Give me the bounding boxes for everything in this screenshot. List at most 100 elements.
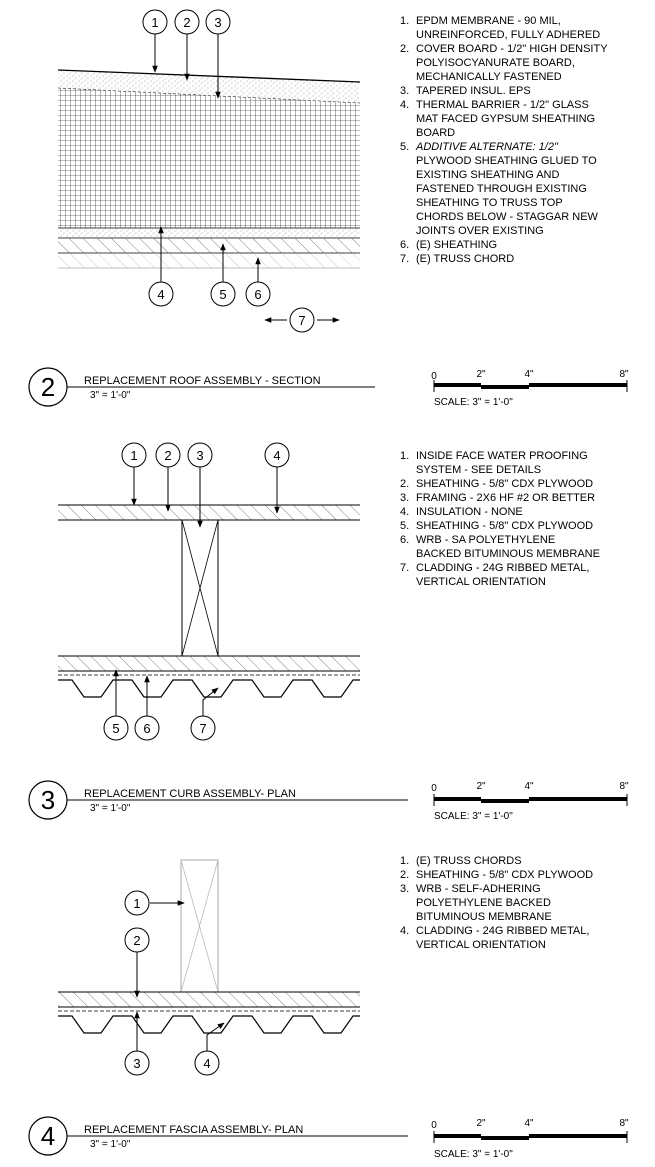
svg-text:SCALE: 3" = 1'-0": SCALE: 3" = 1'-0" xyxy=(434,1149,513,1160)
curb-title-block: 3 REPLACEMENT CURB ASSEMBLY- PLAN 3" = 1… xyxy=(28,780,408,820)
note-line: FASTENED THROUGH EXISTING xyxy=(416,183,587,195)
note-line: BOARD xyxy=(416,127,455,139)
svg-text:5: 5 xyxy=(112,721,119,736)
fascia-tag-2: 2 xyxy=(124,927,150,953)
curb-tag-5: 5 xyxy=(103,715,129,741)
note-line: 7. xyxy=(400,253,409,265)
curb-leaders xyxy=(113,467,280,716)
fascia-leaders xyxy=(134,900,225,1051)
roof-tag-3: 3 xyxy=(205,9,231,35)
fascia-layers xyxy=(58,859,360,1034)
roof-tag-5: 5 xyxy=(210,281,236,307)
fascia-scale-bar: 0 2" 4" 8" SCALE: 3" = 1'-0" xyxy=(431,1118,629,1160)
curb-tags: 1 2 3 4 5 6 7 xyxy=(103,442,290,741)
svg-text:2: 2 xyxy=(183,15,190,30)
roof-tag-7: 7 xyxy=(289,307,315,333)
svg-text:4": 4" xyxy=(524,369,534,380)
note-line: MECHANICALLY FASTENED xyxy=(416,71,562,83)
roof-leaders xyxy=(152,34,340,323)
svg-text:2": 2" xyxy=(476,369,486,380)
title-text: REPLACEMENT FASCIA ASSEMBLY- PLAN xyxy=(84,1124,303,1136)
note-line: 2. xyxy=(400,478,409,490)
roof-notes: 1. EPDM MEMBRANE - 90 MIL, UNREINFORCED, … xyxy=(400,15,608,265)
note-line: CLADDING - 24G RIBBED METAL, xyxy=(416,925,589,937)
curb-tag-6: 6 xyxy=(134,715,160,741)
title-number: 3 xyxy=(41,785,55,815)
svg-text:1: 1 xyxy=(151,15,158,30)
svg-text:2: 2 xyxy=(133,933,140,948)
curb-tag-3: 3 xyxy=(187,442,213,468)
roof-tag-6: 6 xyxy=(245,281,271,307)
note-line: 2. xyxy=(400,43,409,55)
svg-text:1: 1 xyxy=(133,896,140,911)
svg-text:4": 4" xyxy=(524,1118,534,1129)
svg-text:8": 8" xyxy=(619,1118,629,1129)
fascia-assembly-plan: 1 2 3 4 1.(E) TRUSS CHORDS 2.SHEATHING -… xyxy=(28,855,629,1160)
svg-text:2": 2" xyxy=(476,1118,486,1129)
note-line: BACKED BITUMINOUS MEMBRANE xyxy=(416,548,600,560)
roof-scale-bar: 0 2" 4" 8" SCALE: 3" = 1'-0" xyxy=(431,369,629,408)
note-line: 1. xyxy=(400,450,409,462)
note-line: ADDITIVE ALTERNATE: 1/2" xyxy=(415,141,559,153)
fascia-tag-4: 4 xyxy=(194,1050,220,1076)
note-line: UNREINFORCED, FULLY ADHERED xyxy=(416,29,600,41)
note-line: 6. xyxy=(400,534,409,546)
roof-title-block: 2 REPLACEMENT ROOF ASSEMBLY - SECTION 3"… xyxy=(28,367,375,407)
curb-assembly-plan: 1 2 3 4 5 6 7 1.INSIDE FACE WATER PROOFI… xyxy=(28,442,629,822)
note-line: 3. xyxy=(400,492,409,504)
note-line: POLYETHYLENE BACKED xyxy=(416,897,551,909)
note-line: COVER BOARD - 1/2" HIGH DENSITY xyxy=(416,43,608,55)
note-line: 1. xyxy=(400,15,409,27)
title-number: 4 xyxy=(41,1121,55,1151)
note-line: FRAMING - 2X6 HF #2 OR BETTER xyxy=(416,492,595,504)
title-scale: 3" = 1'-0" xyxy=(90,1139,131,1150)
note-line: (E) TRUSS CHORDS xyxy=(416,855,522,867)
svg-text:8": 8" xyxy=(619,369,629,380)
fascia-tag-3: 3 xyxy=(124,1050,150,1076)
note-line: 3. xyxy=(400,883,409,895)
svg-text:0: 0 xyxy=(431,1120,437,1131)
note-line: POLYISOCYANURATE BOARD, xyxy=(416,57,575,69)
note-line: EPDM MEMBRANE - 90 MIL, xyxy=(416,15,561,27)
note-line: TAPERED INSUL. EPS xyxy=(416,85,531,97)
note-line: (E) SHEATHING xyxy=(416,239,497,251)
note-line: 3. xyxy=(400,85,409,97)
note-line: BITUMINOUS MEMBRANE xyxy=(416,911,552,923)
svg-text:2": 2" xyxy=(476,781,486,792)
note-line: 5. xyxy=(400,520,409,532)
svg-text:0: 0 xyxy=(431,783,437,794)
svg-text:7: 7 xyxy=(199,721,206,736)
note-line: 4. xyxy=(400,99,409,111)
curb-layers xyxy=(58,504,360,698)
note-line: SHEATHING - 5/8" CDX PLYWOOD xyxy=(416,869,593,881)
svg-text:4: 4 xyxy=(157,287,164,302)
svg-text:5: 5 xyxy=(219,287,226,302)
svg-text:0: 0 xyxy=(431,371,437,382)
title-number: 2 xyxy=(41,372,55,402)
curb-tag-7: 7 xyxy=(190,715,216,741)
title-text: REPLACEMENT CURB ASSEMBLY- PLAN xyxy=(84,788,296,800)
note-line: 4. xyxy=(400,925,409,937)
note-line: INSULATION - NONE xyxy=(416,506,523,518)
note-line: JOINTS OVER EXISTING xyxy=(416,225,544,237)
svg-text:SCALE: 3" = 1'-0": SCALE: 3" = 1'-0" xyxy=(434,811,513,822)
curb-tag-2: 2 xyxy=(155,442,181,468)
svg-text:6: 6 xyxy=(143,721,150,736)
note-line: 4. xyxy=(400,506,409,518)
roof-assembly-section: 1 2 3 4 5 6 7 1. EPDM MEMBRANE - 90 MIL, … xyxy=(28,9,629,408)
roof-tag-2: 2 xyxy=(174,9,200,35)
fascia-tag-1: 1 xyxy=(124,890,150,916)
note-line: PLYWOOD SHEATHING GLUED TO xyxy=(416,155,597,167)
note-line: 2. xyxy=(400,869,409,881)
note-line: THERMAL BARRIER - 1/2" GLASS xyxy=(416,99,589,111)
roof-tag-4: 4 xyxy=(148,281,174,307)
note-line: MAT FACED GYPSUM SHEATHING xyxy=(416,113,595,125)
svg-text:1: 1 xyxy=(130,448,137,463)
curb-scale-bar: 0 2" 4" 8" SCALE: 3" = 1'-0" xyxy=(431,781,629,822)
svg-text:2: 2 xyxy=(164,448,171,463)
note-line: (E) TRUSS CHORD xyxy=(416,253,514,265)
note-line: EXISTING SHEATHING AND xyxy=(416,169,559,181)
svg-text:4: 4 xyxy=(273,448,280,463)
roof-tags: 1 2 3 4 5 6 7 xyxy=(142,9,315,333)
note-line: 7. xyxy=(400,562,409,574)
